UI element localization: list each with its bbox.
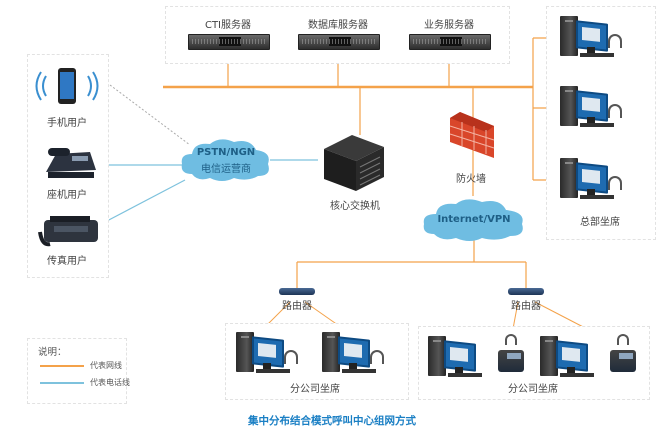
headset-icon	[617, 334, 629, 345]
pstn-cloud: PSTN/NGN 电信运营商	[178, 136, 274, 182]
internet-cloud: Internet/VPN	[420, 196, 528, 242]
branch-workstation	[236, 332, 298, 378]
legend-network-label: 代表网线	[90, 361, 122, 370]
cloud-icon	[181, 139, 269, 181]
router-icon	[508, 288, 544, 295]
pc-tower-icon	[560, 158, 578, 198]
core-switch-label: 核心交换机	[330, 201, 380, 212]
pc-tower-icon	[236, 332, 254, 372]
pstn-cloud-line1: PSTN/NGN	[196, 147, 256, 158]
user-label-mobile: 手机用户	[47, 118, 87, 129]
router-icon	[279, 288, 315, 295]
branch2-label: 分公司坐席	[508, 384, 558, 395]
internet-cloud-label: Internet/VPN	[437, 214, 511, 225]
headset-icon	[505, 334, 517, 345]
pc-tower-icon	[560, 16, 578, 56]
branch2-router-label: 路由器	[511, 301, 541, 312]
pc-tower-icon	[322, 332, 340, 372]
headset-icon	[608, 176, 622, 190]
mobile-phone-icon	[35, 68, 99, 104]
rack-server-icon	[298, 34, 380, 50]
rack-server-icon	[188, 34, 270, 50]
cloud-icon	[423, 199, 523, 241]
server-label-cti: CTI服务器	[204, 20, 252, 31]
mobile-wireless-line	[109, 84, 191, 146]
core-switch-icon	[324, 135, 384, 191]
pc-tower-icon	[560, 86, 578, 126]
branch1-router-label: 路由器	[282, 301, 312, 312]
user-label-fax: 传真用户	[47, 256, 87, 267]
hq-workstation	[560, 158, 622, 204]
pc-tower-icon	[428, 336, 446, 376]
hq-agent-label: 总部坐席	[580, 217, 620, 228]
diagram-title: 集中分布结合模式呼叫中心组网方式	[248, 415, 416, 427]
fax-phone-line	[104, 179, 186, 223]
landline-phone-icon	[46, 148, 96, 178]
user-label-landline: 座机用户	[47, 190, 87, 201]
legend	[27, 338, 127, 404]
desk-phone-icon	[498, 350, 524, 372]
legend-phone-label: 代表电话线	[90, 378, 130, 387]
pc-tower-icon	[540, 336, 558, 376]
headset-icon	[608, 34, 622, 48]
firewall-icon	[449, 112, 495, 158]
headset-icon	[284, 350, 298, 364]
headset-icon	[608, 104, 622, 118]
hq-workstation	[560, 86, 622, 132]
server-label-biz: 业务服务器	[424, 20, 474, 31]
pstn-cloud-line2: 电信运营商	[201, 164, 251, 175]
branch-workstation	[428, 336, 490, 382]
hq-workstation	[560, 16, 622, 62]
server-label-db: 数据库服务器	[308, 20, 368, 31]
branch-workstation	[322, 332, 384, 378]
headset-icon	[370, 350, 384, 364]
desk-phone-icon	[610, 350, 636, 372]
branch-workstation	[540, 336, 602, 382]
rack-server-icon	[409, 34, 491, 50]
fax-machine-icon	[38, 216, 98, 247]
branch1-label: 分公司坐席	[290, 384, 340, 395]
legend-network-line	[40, 365, 84, 367]
legend-phone-line	[40, 382, 84, 384]
firewall-label: 防火墙	[456, 174, 486, 185]
legend-title: 说明：	[38, 347, 67, 358]
